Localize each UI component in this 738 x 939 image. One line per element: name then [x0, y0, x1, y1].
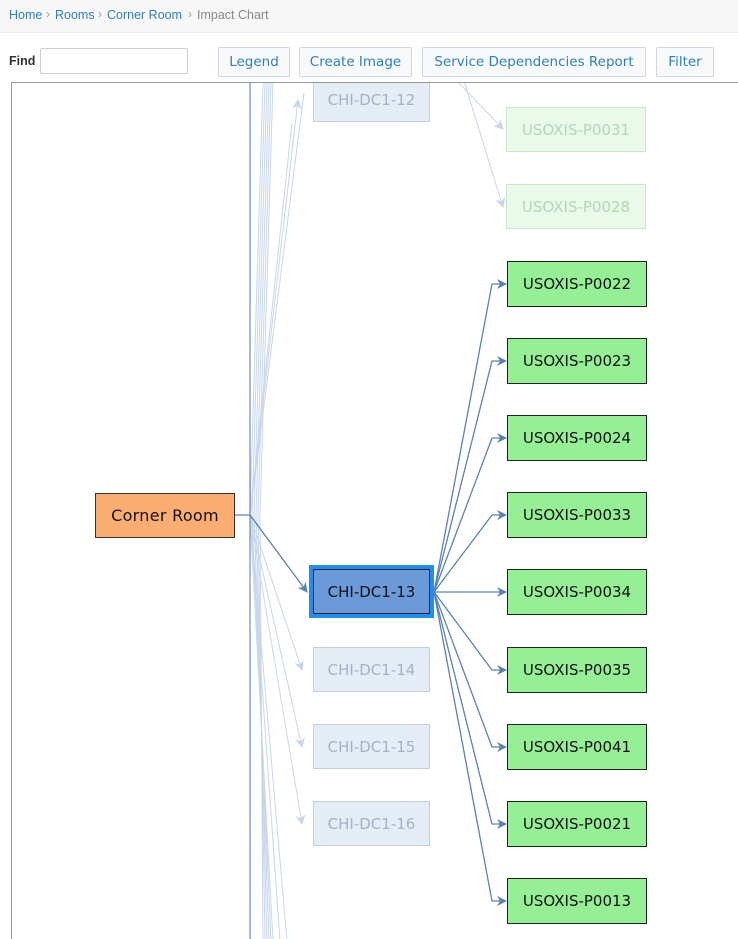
service-node-usoxis-p0024[interactable]: USOXIS-P0024 — [507, 415, 647, 461]
breadcrumb-home-link[interactable]: Home — [9, 8, 43, 22]
find-input[interactable] — [40, 48, 188, 74]
server-node-chi-dc1-16[interactable]: CHI-DC1-16 — [313, 801, 430, 846]
breadcrumb-rooms-link[interactable]: Rooms — [55, 8, 95, 22]
find-label: Find — [9, 54, 36, 68]
server-node-chi-dc1-14[interactable]: CHI-DC1-14 — [313, 647, 430, 692]
legend-button[interactable]: Legend — [218, 47, 290, 77]
chart-edges — [234, 83, 507, 939]
server-node-chi-dc1-12[interactable]: CHI-DC1-12 — [313, 83, 430, 122]
breadcrumb-separator: › — [98, 7, 102, 21]
server-node-chi-dc1-15[interactable]: CHI-DC1-15 — [313, 724, 430, 769]
impact-chart-canvas[interactable]: Corner Room CHI-DC1-12 CHI-DC1-13 CHI-DC… — [11, 82, 738, 939]
create-image-button[interactable]: Create Image — [299, 47, 412, 77]
service-dependencies-report-button[interactable]: Service Dependencies Report — [422, 47, 646, 77]
service-node-usoxis-p0021[interactable]: USOXIS-P0021 — [507, 801, 647, 847]
service-node-usoxis-p0013[interactable]: USOXIS-P0013 — [507, 878, 647, 924]
service-node-usoxis-p0034[interactable]: USOXIS-P0034 — [507, 569, 647, 615]
service-node-usoxis-p0033[interactable]: USOXIS-P0033 — [507, 492, 647, 538]
breadcrumb-current: Impact Chart — [197, 8, 269, 22]
server-node-chi-dc1-13-selected[interactable]: CHI-DC1-13 — [313, 569, 430, 614]
service-node-usoxis-p0022[interactable]: USOXIS-P0022 — [507, 261, 647, 307]
service-node-usoxis-p0041[interactable]: USOXIS-P0041 — [507, 724, 647, 770]
breadcrumb: Home › Rooms › Corner Room › Impact Char… — [0, 0, 738, 33]
breadcrumb-room-link[interactable]: Corner Room — [107, 8, 183, 22]
service-node-usoxis-p0035[interactable]: USOXIS-P0035 — [507, 647, 647, 693]
service-node-usoxis-p0031[interactable]: USOXIS-P0031 — [506, 107, 646, 152]
room-node-corner-room[interactable]: Corner Room — [95, 493, 235, 538]
breadcrumb-separator: › — [46, 7, 50, 21]
breadcrumb-separator: › — [188, 7, 192, 21]
service-node-usoxis-p0028[interactable]: USOXIS-P0028 — [506, 184, 646, 229]
service-node-usoxis-p0023[interactable]: USOXIS-P0023 — [507, 338, 647, 384]
filter-button[interactable]: Filter — [656, 47, 714, 77]
faded-edges — [249, 83, 506, 939]
highlighted-edges — [234, 83, 507, 939]
